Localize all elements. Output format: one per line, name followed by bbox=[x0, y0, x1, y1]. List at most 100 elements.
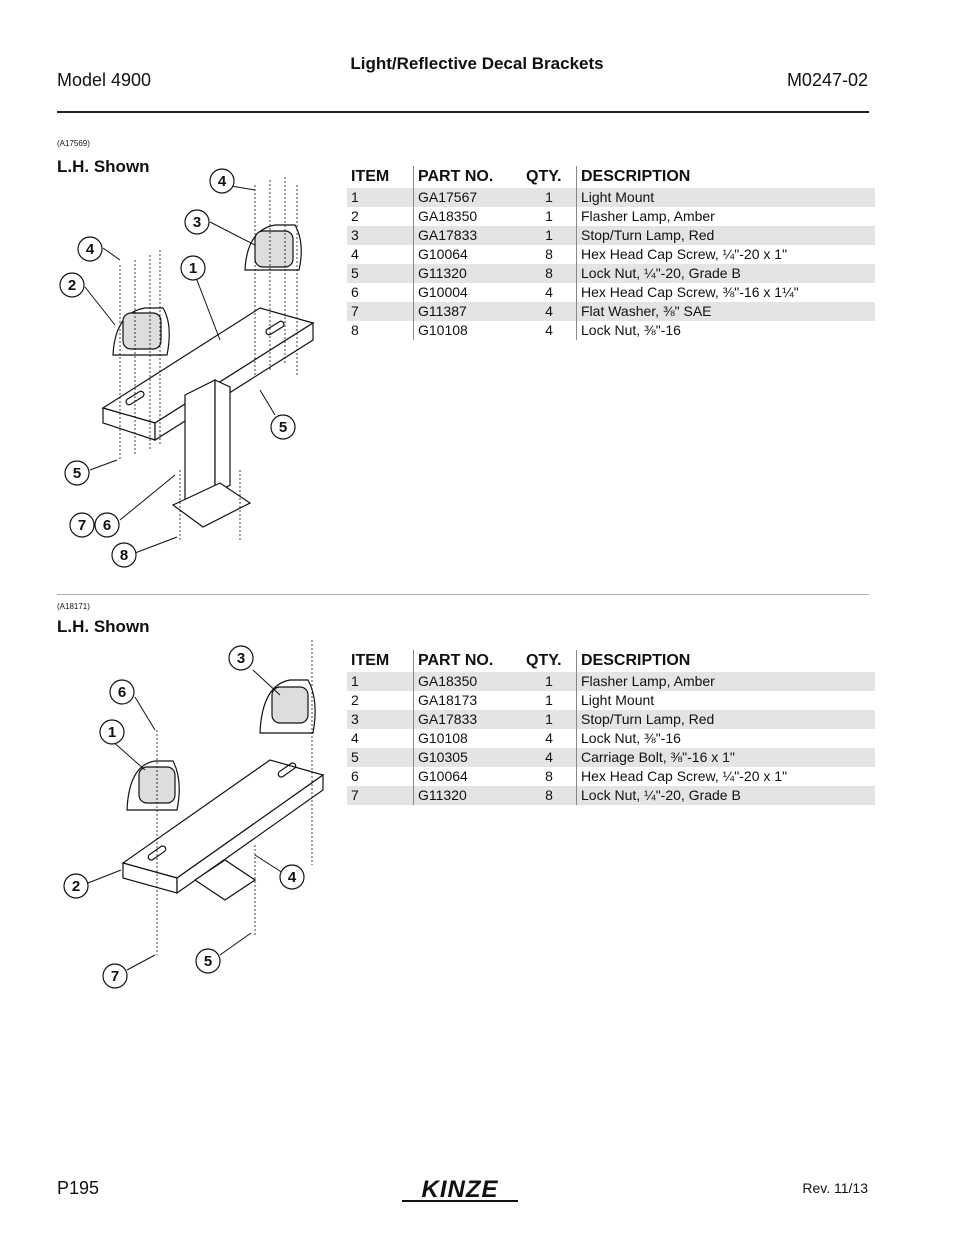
desc-cell: Hex Head Cap Screw, ¼"-20 x 1" bbox=[581, 246, 788, 262]
table-row: 1 GA18350 1 Flasher Lamp, Amber bbox=[347, 672, 875, 691]
col-desc-header: DESCRIPTION bbox=[581, 168, 691, 185]
part-cell: GA17833 bbox=[413, 226, 522, 245]
qty-cell: 4 bbox=[522, 729, 577, 748]
qty-cell: 1 bbox=[522, 188, 577, 207]
col-part-header: PART NO. bbox=[418, 168, 494, 185]
qty-cell: 1 bbox=[522, 691, 577, 710]
item-cell: 7 bbox=[347, 302, 414, 321]
figure1-callout: 3 bbox=[193, 214, 201, 231]
figure2-callout: 4 bbox=[288, 869, 297, 886]
desc-cell: Stop/Turn Lamp, Red bbox=[576, 226, 875, 245]
table-row: 7 G11387 4 Flat Washer, ⅜" SAE bbox=[347, 302, 875, 321]
item-cell: 7 bbox=[347, 786, 414, 805]
item-cell: 2 bbox=[347, 207, 414, 226]
figure2-callout: 5 bbox=[204, 953, 212, 970]
table-row: 4 G10064 8 Hex Head Cap Screw, ¼"-20 x 1… bbox=[347, 245, 875, 264]
figure1-callout: 6 bbox=[103, 517, 111, 534]
parts-table-2: ITEM PART NO. QTY. DESCRIPTION 1 GA18350… bbox=[347, 650, 875, 805]
desc-cell: Hex Head Cap Screw, ⅜"-16 x 1¼" bbox=[581, 284, 799, 300]
table-row: 8 G10108 4 Lock Nut, ⅜"-16 bbox=[347, 321, 875, 340]
item-cell: 1 bbox=[347, 188, 414, 207]
qty-cell: 1 bbox=[522, 207, 577, 226]
qty-cell: 8 bbox=[522, 245, 577, 264]
part-cell: G10305 bbox=[413, 748, 522, 767]
figure1-callout: 5 bbox=[73, 465, 81, 482]
qty-cell: 8 bbox=[522, 767, 577, 786]
desc-cell: Light Mount bbox=[581, 692, 655, 708]
part-cell: G11320 bbox=[413, 264, 522, 283]
figure2-ref: (A18171) bbox=[57, 602, 90, 611]
figure1-ref: (A17569) bbox=[57, 139, 90, 148]
desc-cell: Flasher Lamp, Amber bbox=[581, 208, 715, 224]
model-label: Model 4900 bbox=[57, 70, 152, 90]
item-cell: 1 bbox=[347, 672, 414, 691]
qty-cell: 1 bbox=[522, 710, 577, 729]
col-item-header: ITEM bbox=[347, 166, 414, 188]
table-row: 3 GA17833 1 Stop/Turn Lamp, Red bbox=[347, 710, 875, 729]
item-cell: 6 bbox=[347, 283, 414, 302]
figure2-callout: 3 bbox=[237, 650, 245, 667]
desc-cell: Light Mount bbox=[576, 188, 875, 207]
figure2-title: L.H. Shown bbox=[57, 617, 150, 636]
section-divider bbox=[57, 594, 869, 595]
header-rule bbox=[57, 111, 869, 113]
figure1-diagram: 4 3 4 1 2 5 5 7 6 8 bbox=[59, 168, 315, 568]
figure2-callout: 2 bbox=[72, 878, 80, 895]
table-row: 6 G10064 8 Hex Head Cap Screw, ¼"-20 x 1… bbox=[347, 767, 875, 786]
document-number: M0247-02 bbox=[786, 70, 868, 90]
figure2-callout: 7 bbox=[111, 968, 119, 985]
part-cell: G11387 bbox=[413, 302, 522, 321]
qty-cell: 1 bbox=[522, 226, 577, 245]
qty-cell: 4 bbox=[522, 748, 577, 767]
part-cell: GA17833 bbox=[413, 710, 522, 729]
desc-cell: Lock Nut, ¼"-20, Grade B bbox=[576, 264, 875, 283]
desc-cell: Lock Nut, ⅜"-16 bbox=[581, 730, 681, 746]
figure1-callout: 4 bbox=[86, 241, 95, 258]
kinze-logo: KINZE bbox=[402, 1176, 518, 1203]
qty-cell: 4 bbox=[522, 283, 577, 302]
part-cell: G11320 bbox=[413, 786, 522, 805]
col-desc-header: DESCRIPTION bbox=[581, 652, 691, 669]
parts-table-1: ITEM PART NO. QTY. DESCRIPTION 1 GA17567… bbox=[347, 166, 875, 340]
page-title: Light/Reflective Decal Brackets bbox=[350, 54, 604, 73]
table-row: 4 G10108 4 Lock Nut, ⅜"-16 bbox=[347, 729, 875, 748]
part-cell: GA18350 bbox=[413, 672, 522, 691]
table-row: 5 G11320 8 Lock Nut, ¼"-20, Grade B bbox=[347, 264, 875, 283]
figure1-callout: 2 bbox=[68, 277, 76, 294]
desc-cell: Lock Nut, ⅜"-16 bbox=[581, 322, 681, 338]
desc-cell: Lock Nut, ¼"-20, Grade B bbox=[576, 786, 875, 805]
qty-cell: 8 bbox=[522, 786, 577, 805]
logo-text: KINZE bbox=[422, 1176, 499, 1203]
figure1-callout: 5 bbox=[279, 419, 287, 436]
item-cell: 8 bbox=[347, 321, 414, 340]
part-cell: G10064 bbox=[418, 246, 468, 262]
col-item-header: ITEM bbox=[347, 650, 414, 672]
qty-cell: 1 bbox=[522, 672, 577, 691]
figure2-callout: 1 bbox=[108, 724, 116, 741]
table-row: 7 G11320 8 Lock Nut, ¼"-20, Grade B bbox=[347, 786, 875, 805]
part-cell: G10108 bbox=[418, 730, 468, 746]
col-qty-header: QTY. bbox=[522, 650, 577, 672]
part-cell: G10004 bbox=[418, 284, 468, 300]
desc-cell: Hex Head Cap Screw, ¼"-20 x 1" bbox=[581, 768, 788, 784]
table-row: 3 GA17833 1 Stop/Turn Lamp, Red bbox=[347, 226, 875, 245]
item-cell: 5 bbox=[347, 264, 414, 283]
part-cell: GA18173 bbox=[418, 692, 478, 708]
part-cell: GA17567 bbox=[413, 188, 522, 207]
qty-cell: 4 bbox=[522, 321, 577, 340]
revision-label: Rev. 11/13 bbox=[802, 1180, 868, 1196]
item-cell: 6 bbox=[347, 767, 414, 786]
table-row: 5 G10305 4 Carriage Bolt, ⅜"-16 x 1" bbox=[347, 748, 875, 767]
item-cell: 5 bbox=[347, 748, 414, 767]
figure1-callout: 4 bbox=[218, 173, 227, 190]
table-row: 1 GA17567 1 Light Mount bbox=[347, 188, 875, 207]
desc-cell: Stop/Turn Lamp, Red bbox=[576, 710, 875, 729]
table-row: 2 GA18350 1 Flasher Lamp, Amber bbox=[347, 207, 875, 226]
item-cell: 4 bbox=[347, 245, 414, 264]
item-cell: 4 bbox=[347, 729, 414, 748]
figure1-callout: 1 bbox=[189, 260, 197, 277]
qty-cell: 4 bbox=[522, 302, 577, 321]
figure1-callout: 7 bbox=[78, 517, 86, 534]
figure1-callout: 8 bbox=[120, 547, 128, 564]
item-cell: 3 bbox=[347, 226, 414, 245]
